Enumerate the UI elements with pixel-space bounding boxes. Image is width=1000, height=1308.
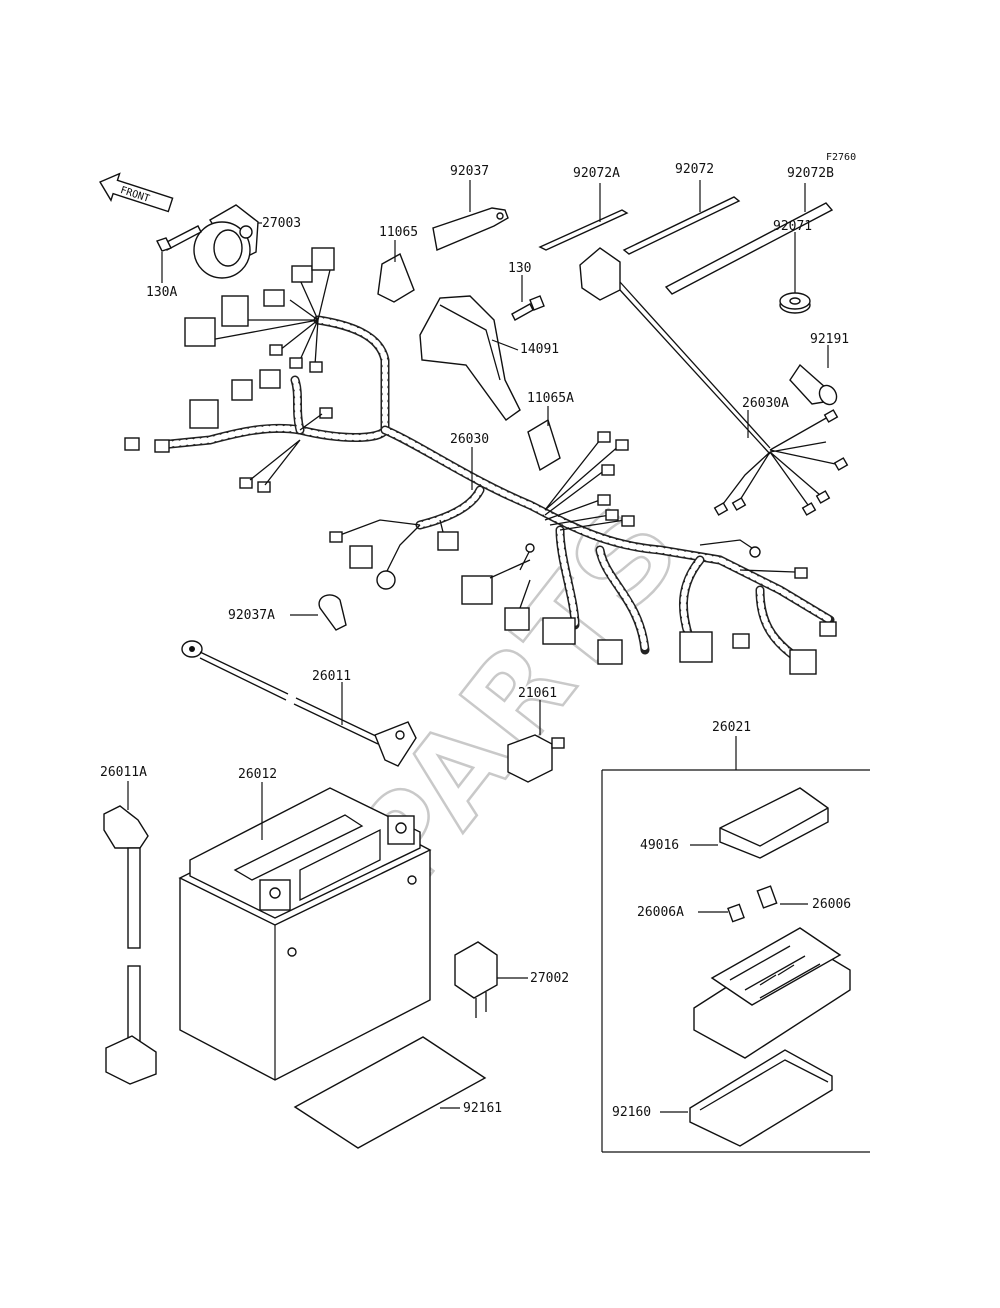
- label-92037A: 92037A: [228, 608, 275, 623]
- front-arrow-icon: FRONT: [99, 172, 174, 213]
- part-26030-main-harness: [124, 247, 837, 675]
- part-26011A-lead: [103, 781, 157, 1085]
- part-92191-sleeve: [789, 345, 838, 406]
- label-26006: 26006: [812, 897, 851, 912]
- label-26012: 26012: [238, 767, 277, 782]
- label-26006A: 26006A: [637, 905, 684, 920]
- part-92161-pad: [293, 1036, 487, 1149]
- part-92071-grommet: [779, 232, 811, 314]
- label-21061: 21061: [518, 686, 557, 701]
- part-26012-battery: [178, 782, 432, 1081]
- part-49016-cover: [690, 787, 829, 859]
- figure-reference: F2760: [826, 152, 856, 163]
- label-92161: 92161: [463, 1101, 502, 1116]
- part-11065A-clip: [527, 406, 561, 472]
- part-92072A-tie: [538, 183, 629, 251]
- label-92071: 92071: [773, 219, 812, 234]
- part-92160-case: [660, 1049, 833, 1147]
- part-14091-cover: [419, 295, 521, 421]
- part-27002-relay: [454, 941, 528, 1018]
- label-92037: 92037: [450, 164, 489, 179]
- part-26021-fuse-box-kit: [601, 736, 870, 1153]
- label-11065A: 11065A: [527, 391, 574, 406]
- part-11065-clip: [377, 240, 415, 303]
- label-26011A: 26011A: [100, 765, 147, 780]
- part-26011-battery-cable: [181, 640, 417, 767]
- part-21061-relay: [507, 700, 565, 783]
- label-49016: 49016: [640, 838, 679, 853]
- part-fuse-box: [693, 927, 851, 1059]
- part-26030A-sub-harness: [579, 247, 849, 516]
- part-26006A-fuse: [698, 903, 745, 923]
- label-92072B: 92072B: [787, 166, 834, 181]
- label-130: 130: [508, 261, 531, 276]
- label-14091: 14091: [520, 342, 559, 357]
- label-92072: 92072: [675, 162, 714, 177]
- part-92072-tie: [622, 180, 741, 255]
- part-27003-horn: [193, 204, 262, 279]
- part-92037-strap: [432, 180, 509, 251]
- label-26011: 26011: [312, 669, 351, 684]
- part-130A-bolt: [156, 225, 202, 283]
- label-26021: 26021: [712, 720, 751, 735]
- label-130A: 130A: [146, 285, 177, 300]
- part-26006-fuse: [756, 885, 808, 909]
- part-130-bolt: [511, 275, 545, 321]
- label-92191: 92191: [810, 332, 849, 347]
- label-26030A: 26030A: [742, 396, 789, 411]
- label-27003: 27003: [262, 216, 301, 231]
- label-92160: 92160: [612, 1105, 651, 1120]
- part-92072B-tie: [664, 183, 834, 295]
- label-92072A: 92072A: [573, 166, 620, 181]
- label-26030: 26030: [450, 432, 489, 447]
- label-11065: 11065: [379, 225, 418, 240]
- part-92037A-clamp: [290, 594, 347, 631]
- label-27002: 27002: [530, 971, 569, 986]
